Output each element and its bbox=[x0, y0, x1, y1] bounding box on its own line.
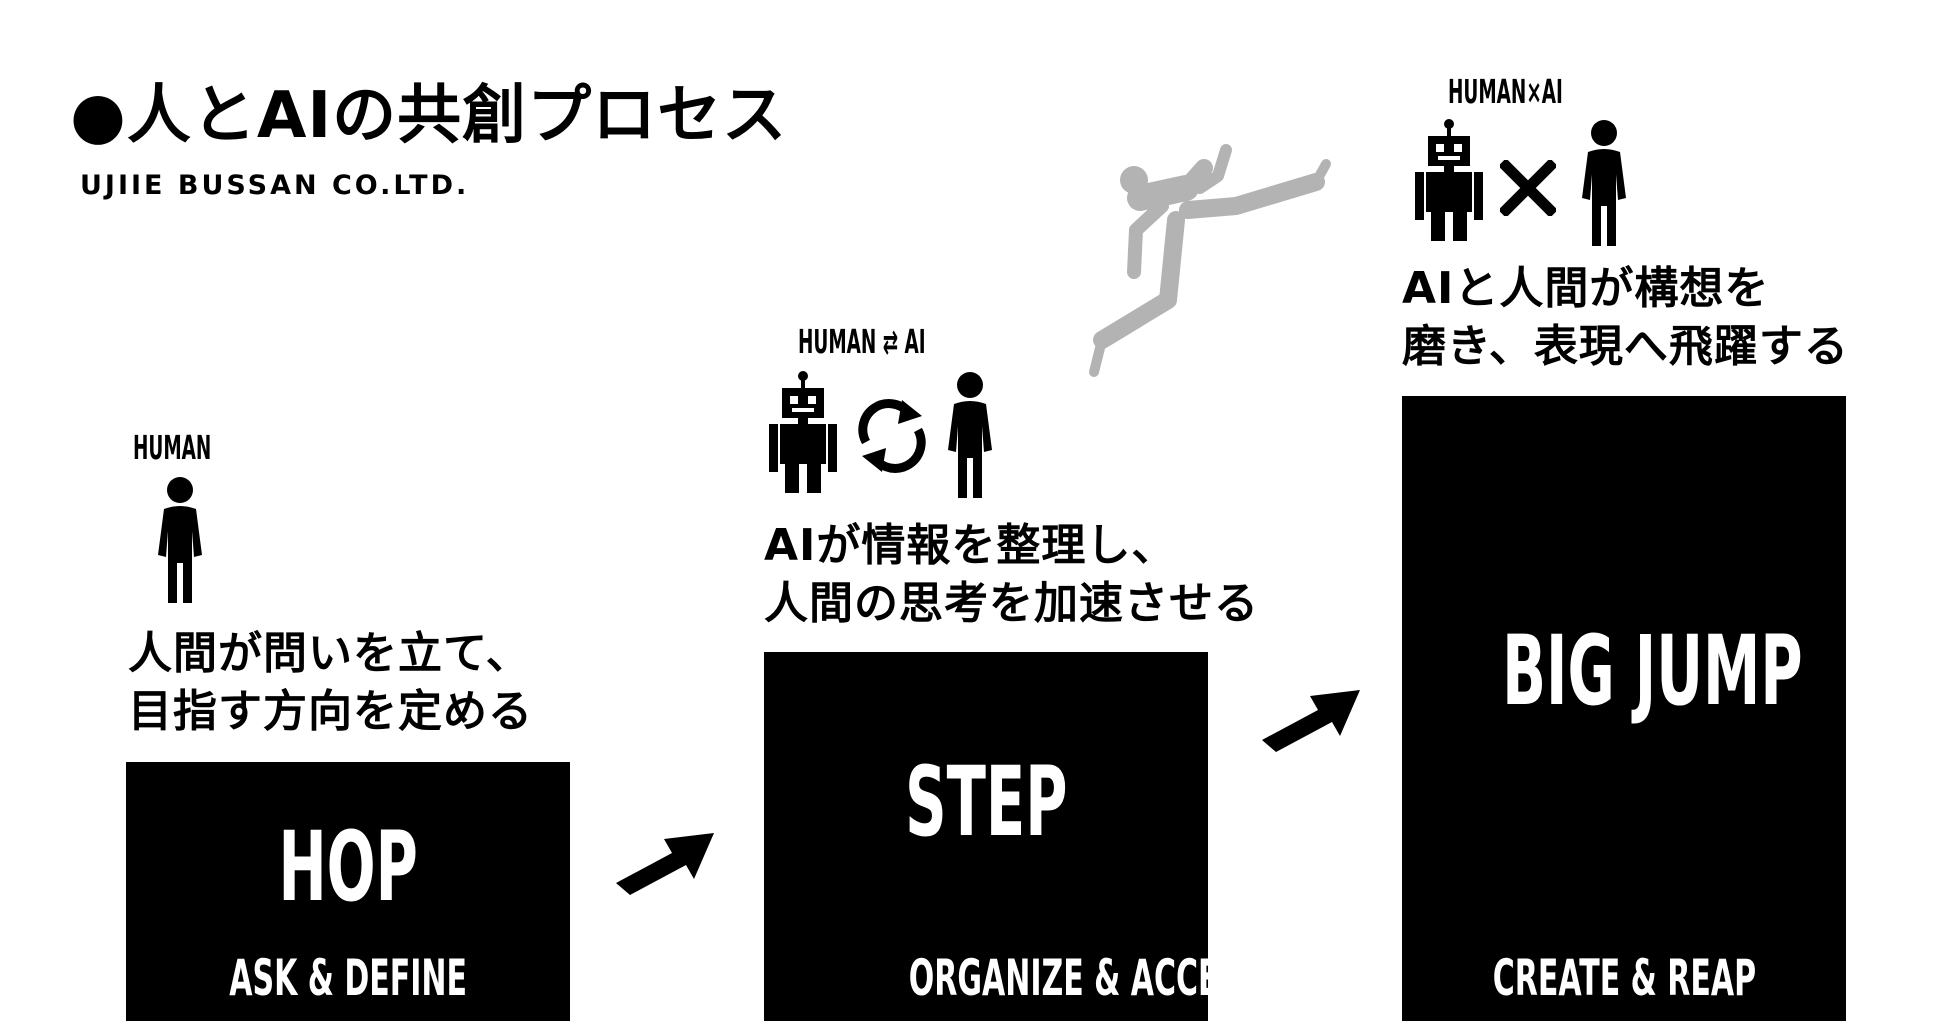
jumping-figure-icon bbox=[1076, 140, 1346, 410]
step-block: STEP ORGANIZE & ACCELERATE bbox=[764, 652, 1343, 1021]
robot-icon bbox=[1414, 118, 1484, 243]
stage-hop-tag: HUMAN bbox=[133, 428, 212, 467]
stage-hop-desc-1: 人間が問いを立て、 bbox=[128, 628, 531, 679]
big-jump-block-title: BIG JUMP bbox=[1502, 615, 1803, 727]
company-name: UJIIE BUSSAN CO.LTD. bbox=[80, 170, 470, 201]
person-icon bbox=[940, 370, 1000, 500]
stage-step-desc-2: 人間の思考を加速させる bbox=[764, 578, 1259, 629]
big-jump-block-subtitle: CREATE & REAP bbox=[1492, 949, 1756, 1007]
stage-hop-desc-2: 目指す方向を定める bbox=[128, 686, 533, 737]
stage-jump-desc-2: 磨き、表現へ飛躍する bbox=[1402, 321, 1849, 372]
diagonal-arrow-icon bbox=[610, 825, 720, 905]
stage-jump-desc-1: AIと人間が構想を bbox=[1402, 263, 1770, 314]
page-title: ●人とAIの共創プロセス bbox=[70, 79, 788, 153]
refresh-cycle-icon bbox=[852, 396, 932, 476]
hop-block-title: HOP bbox=[278, 811, 418, 923]
hop-block-subtitle: ASK & DEFINE bbox=[229, 949, 467, 1007]
hop-block: HOP ASK & DEFINE bbox=[126, 762, 570, 1021]
step-block-subtitle: ORGANIZE & ACCELERATE bbox=[908, 949, 1344, 1007]
stage-jump-tag: HUMAN×AI bbox=[1448, 72, 1563, 111]
person-icon bbox=[1574, 118, 1634, 248]
step-block-title: STEP bbox=[904, 746, 1068, 858]
diagonal-arrow-icon bbox=[1256, 682, 1366, 762]
person-icon bbox=[150, 475, 210, 605]
stage-step-tag: HUMAN ⇄ AI bbox=[798, 322, 926, 361]
multiply-icon bbox=[1500, 160, 1556, 216]
stage-step-desc-1: AIが情報を整理し、 bbox=[764, 520, 1177, 571]
robot-icon bbox=[768, 370, 838, 495]
big-jump-block: BIG JUMP CREATE & REAP bbox=[1402, 396, 1846, 1021]
